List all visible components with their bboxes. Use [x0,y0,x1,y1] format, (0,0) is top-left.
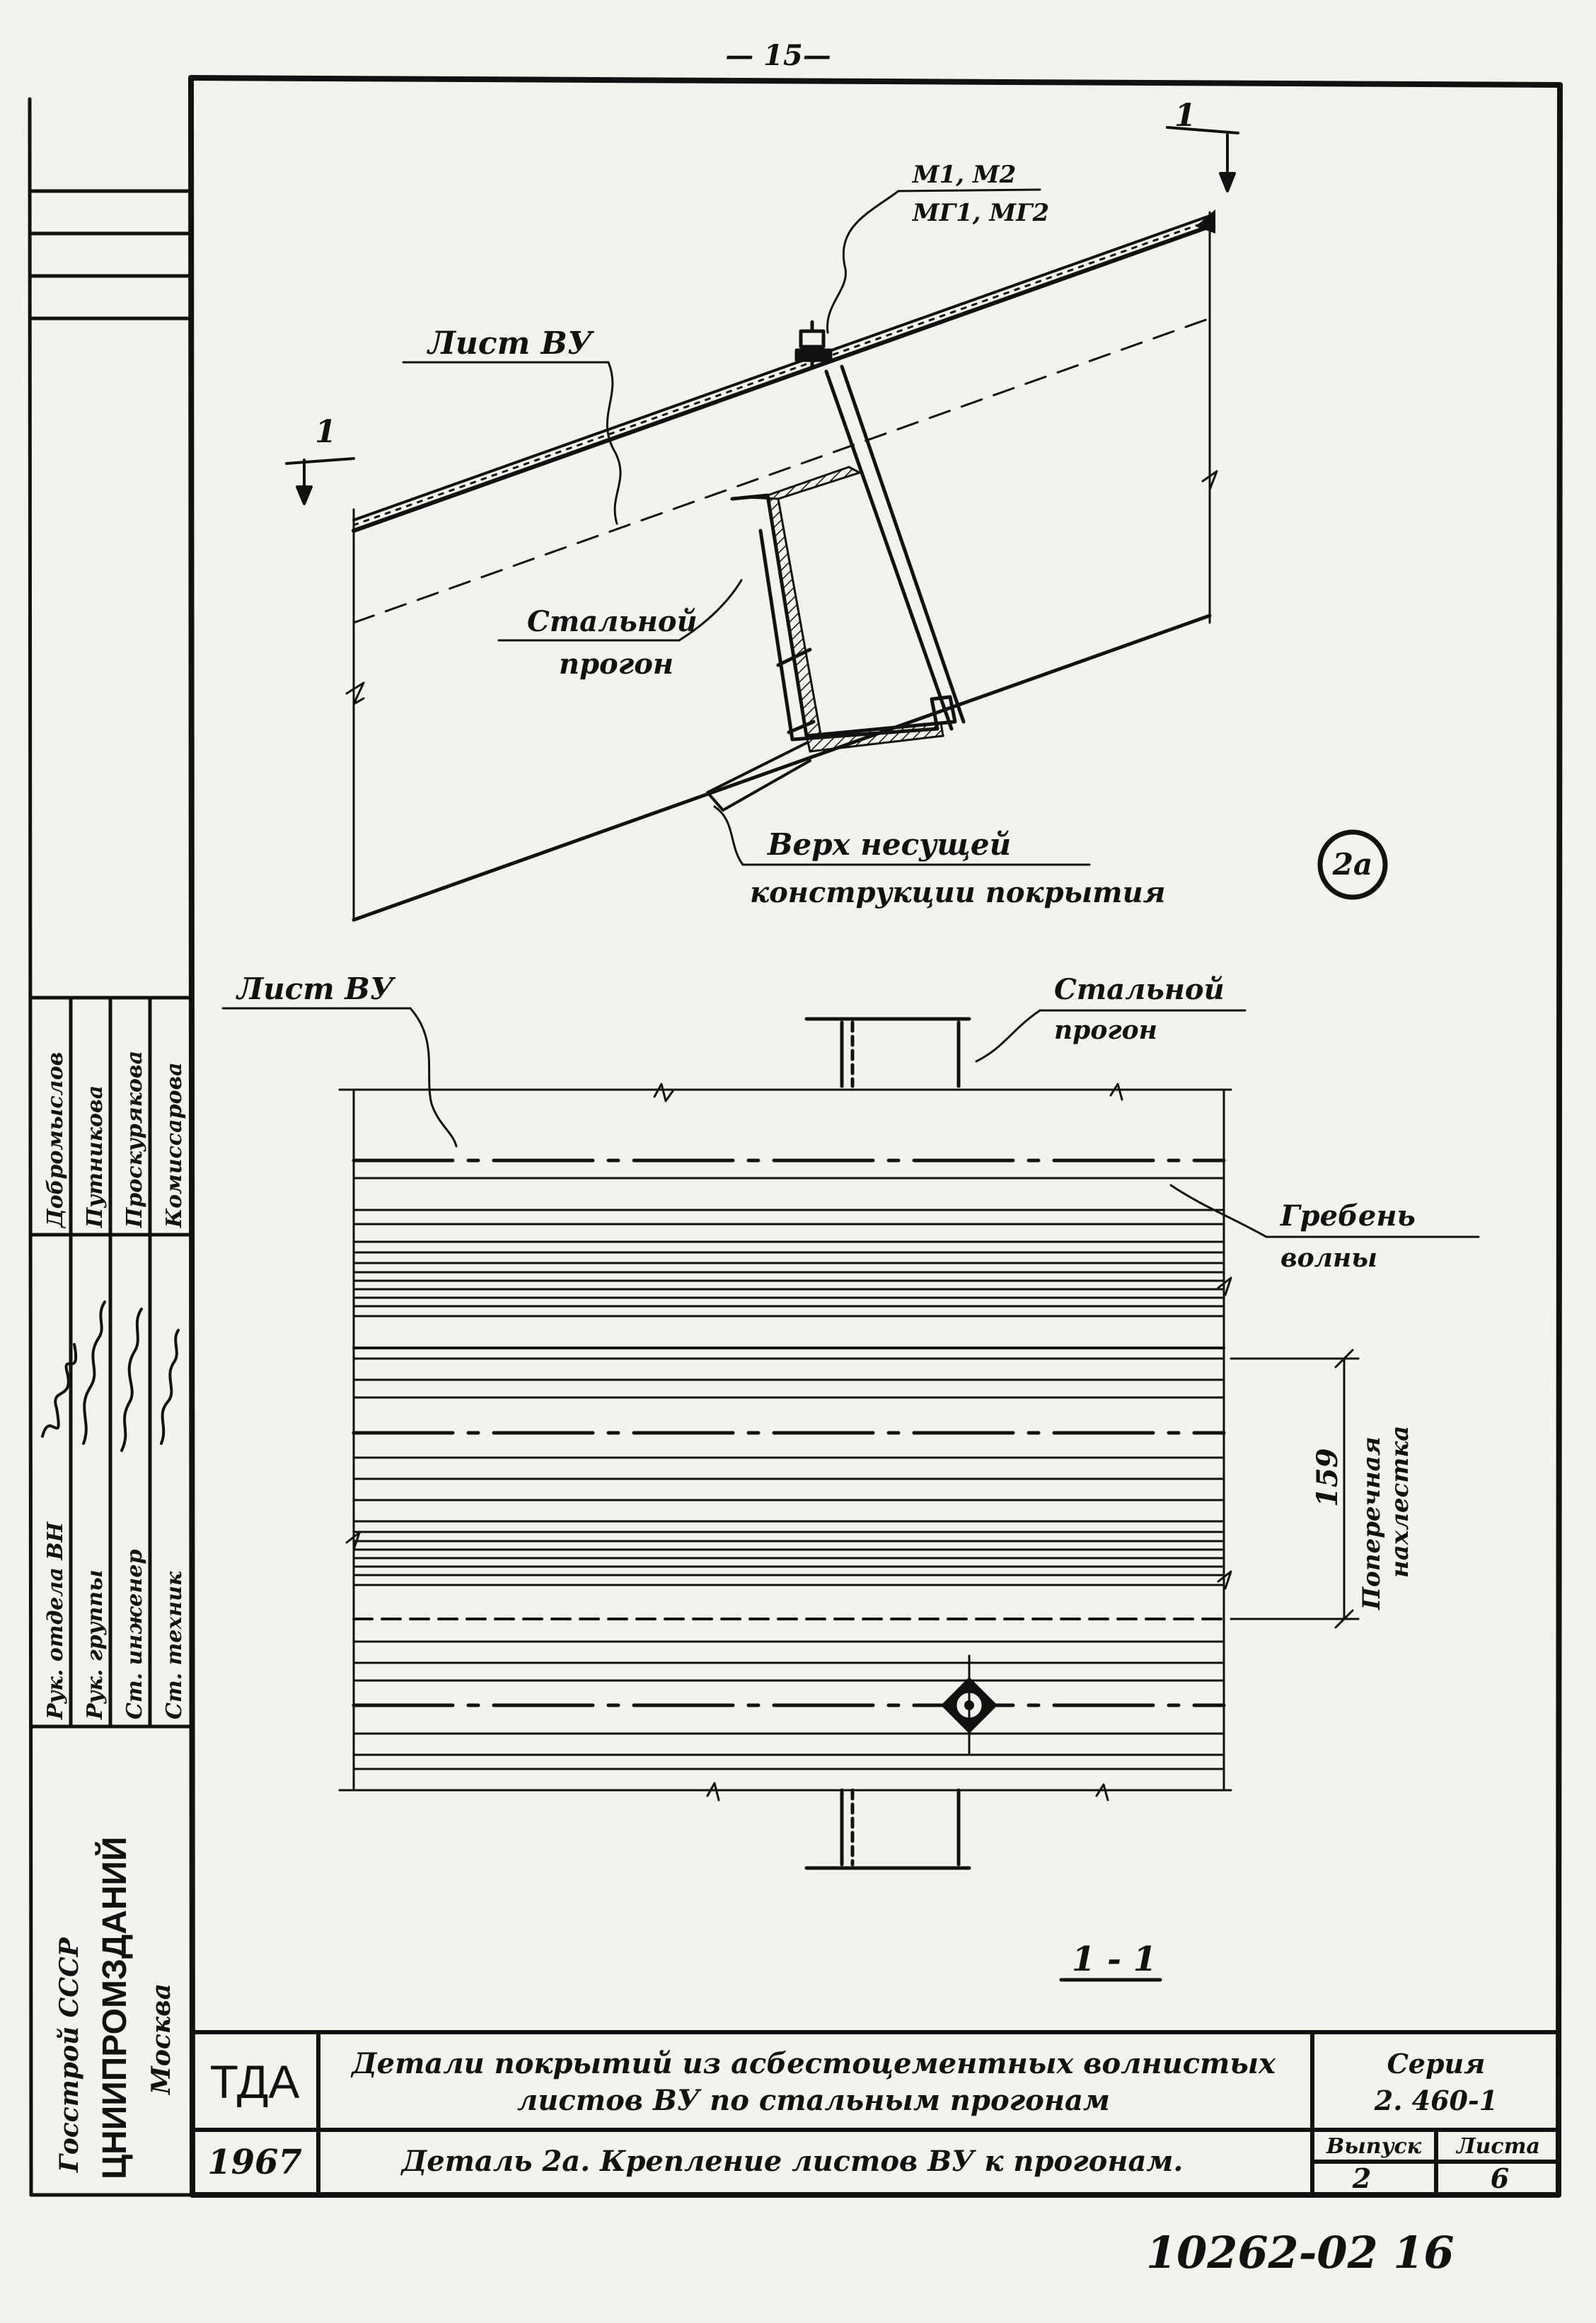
signatures [41,1301,180,1452]
title-block: ТДА 1967 Детали покрытий из асбестоцемен… [190,2030,1561,2197]
side-panel: Рук. отдела ВН Рук. группы Ст. инженер С… [29,189,193,2179]
support-label-2: конструкции покрытия [750,876,1166,909]
top-purlin-label-1: Стальной [527,605,698,638]
top-view: 1 1 М1, М2 МГ1, МГ2 Лист ВУ Стальной про… [285,98,1388,922]
bottom-sheet-label: Лист ВУ [236,972,396,1006]
section-mark-right-label: 1 [1174,98,1196,134]
sheet-frame [28,75,1563,2198]
detail-number-circle [1317,829,1388,900]
overlap-label-2: нахлестка [1386,1426,1414,1578]
sheet-value: 6 [1491,2162,1509,2194]
corrugation-lines [352,1158,1226,1770]
detail-number: 2а [1332,847,1372,882]
staff-role-1: Рук. отдела ВН [43,1521,68,1720]
sheet-label: Листа [1455,2134,1540,2159]
section-mark-left-label: 1 [315,414,337,450]
org-ministry: Госстрой СССР [54,1937,84,2173]
staff-name-2: Путникова [83,1085,108,1228]
staff-name-4: Комиссарова [162,1062,187,1228]
section-mark-right [1166,126,1239,192]
top-purlin-label-2: прогон [559,647,673,681]
overlap-dimension-value: 159 [1311,1448,1344,1508]
issue-label: Выпуск [1326,2134,1422,2159]
crest-label-1: Гребень [1280,1199,1416,1233]
purlin-upper-stub [804,1017,971,1088]
section-caption: 1 - 1 [1072,1939,1157,1979]
org-institute: ЦНИИПРОМЗДАНИЙ [95,1836,134,2179]
document-number: 10262-02 16 [1146,2227,1455,2278]
org-code: ТДА [210,2056,300,2108]
subtitle: Деталь 2а. Крепление листов ВУ к прогона… [400,2145,1184,2178]
sheet-edges [338,1083,1232,1802]
title-line-1: Детали покрытий из асбестоцементных волн… [350,2047,1276,2080]
series-label: Серия [1387,2048,1486,2080]
purlin-section [706,466,957,812]
section-mark-left [285,457,355,505]
year: 1967 [207,2143,302,2182]
org-city: Москва [146,1983,176,2096]
overlap-label-1: Поперечная [1358,1436,1386,1610]
title-line-2: листов ВУ по стальным прогонам [517,2084,1110,2117]
bottom-purlin-label-1: Стальной [1054,973,1225,1006]
fastener-label-bottom: МГ1, МГ2 [912,199,1049,227]
fastener-label-top: М1, М2 [912,161,1016,189]
staff-role-3: Ст. инженер [122,1550,147,1719]
purlin-lower-stub [804,1788,971,1870]
hook-bolt [776,320,966,734]
page-number: — 15— [725,39,831,72]
issue-value: 2 [1352,2162,1371,2194]
support-label-1: Верх несущей [767,827,1011,862]
crest-label-2: волны [1280,1243,1377,1273]
bottom-view: 159 Поперечная нахлестка Лист ВУ Стально… [221,972,1480,1982]
staff-name-1: Добромыслов [43,1052,68,1229]
bottom-purlin-label-2: прогон [1054,1015,1157,1045]
staff-role-4: Ст. техник [162,1571,187,1719]
overlap-dimension [1230,1349,1360,1629]
bolt-washer [941,1654,998,1756]
top-sheet-label: Лист ВУ [427,325,595,362]
staff-name-3: Проскурякова [122,1051,147,1228]
series-value: 2. 460-1 [1374,2085,1498,2116]
staff-role-2: Рук. группы [83,1569,108,1720]
